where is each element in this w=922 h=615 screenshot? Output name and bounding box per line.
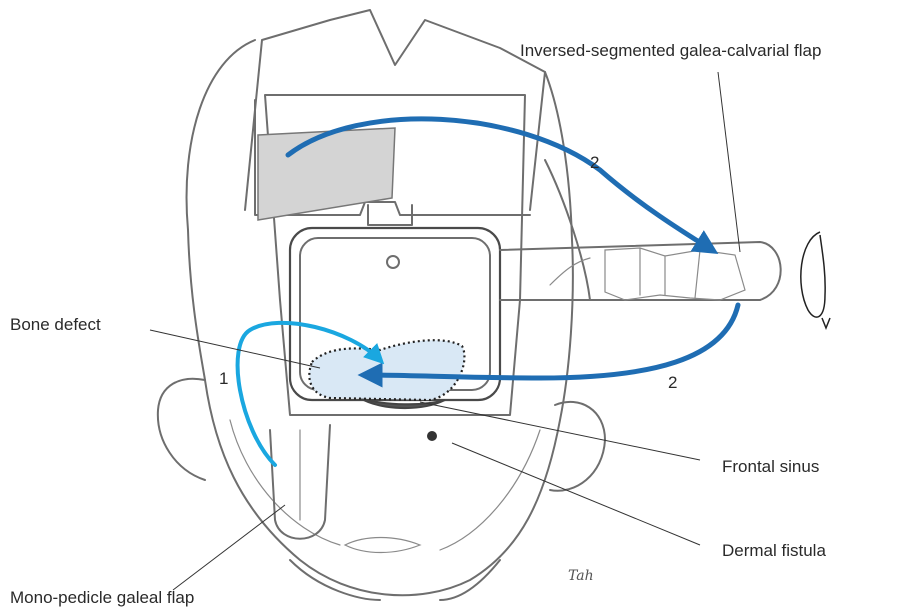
dermal-fistula-dot [427, 431, 437, 441]
label-bone-defect: Bone defect [10, 315, 101, 334]
label-dermal-fistula: Dermal fistula [722, 541, 826, 560]
bone-defect-region [309, 340, 464, 400]
label-arrow-1: 1 [219, 369, 228, 388]
label-galeal-flap: Mono-pedicle galeal flap [10, 588, 194, 607]
window-hole [387, 256, 399, 268]
label-calvarial-flap: Inversed-segmented galea-calvarial flap [520, 41, 821, 60]
leader-calvarial-flap [718, 72, 740, 252]
leader-bone-defect [150, 330, 320, 368]
right-cheek [440, 430, 540, 550]
calvarial-flap-sketch [500, 242, 781, 300]
galea-patch [258, 128, 395, 220]
flap-bone-segments [605, 248, 745, 300]
artist-signature: Tah [568, 568, 594, 584]
left-ear [158, 379, 205, 480]
rotation-indicator [801, 232, 825, 317]
head-sketch [158, 10, 605, 600]
leader-galeal-flap [173, 505, 285, 590]
rotation-arrowhead [822, 318, 830, 328]
label-arrow-2-bottom: 2 [668, 373, 677, 392]
label-frontal-sinus: Frontal sinus [722, 457, 819, 476]
leader-frontal-sinus [420, 402, 700, 460]
leader-dermal-fistula [452, 443, 700, 545]
right-ear [550, 402, 605, 491]
label-arrow-2-top: 2 [590, 153, 599, 172]
lips [345, 538, 420, 553]
